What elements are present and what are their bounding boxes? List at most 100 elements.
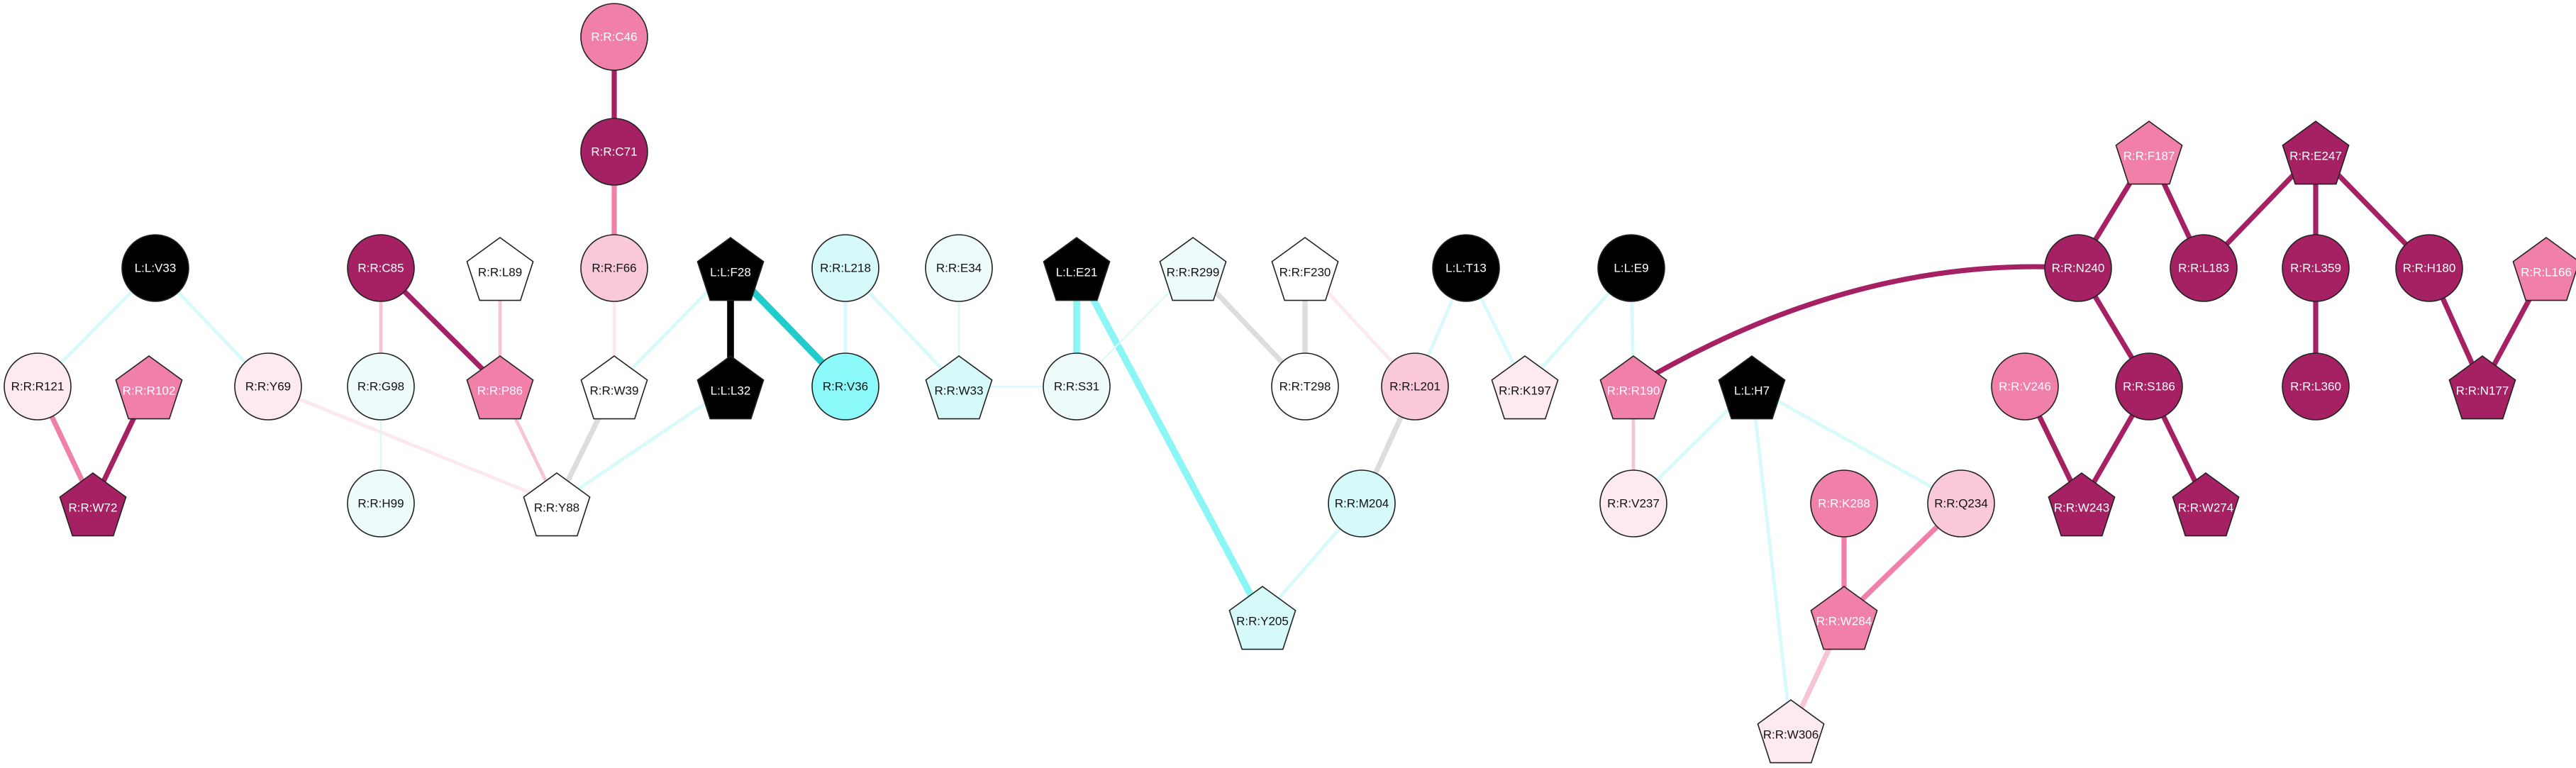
node-RF230[interactable]: R:R:F230 [1271,237,1339,301]
node-label: R:R:H180 [2403,262,2456,275]
node-LT13[interactable]: L:L:T13 [1432,234,1500,302]
node-RT298[interactable]: R:R:T298 [1271,352,1339,421]
node-LF28[interactable]: L:L:F28 [696,237,765,301]
node-RL166[interactable]: R:R:L166 [2512,237,2576,301]
node-circle [2282,234,2350,302]
node-label: R:R:Q234 [1934,497,1988,511]
node-RV36[interactable]: R:R:V36 [811,352,879,421]
node-RF187[interactable]: R:R:F187 [2115,121,2183,185]
node-label: R:R:Y88 [534,501,579,515]
node-RS186[interactable]: R:R:S186 [2115,352,2183,421]
node-RH180[interactable]: R:R:H180 [2395,234,2463,302]
node-label: R:R:W33 [935,384,984,398]
node-pentagon [1757,699,1825,764]
node-RL89[interactable]: R:R:L89 [466,237,534,301]
node-RC46[interactable]: R:R:C46 [580,3,648,71]
node-RL218[interactable]: R:R:L218 [811,234,879,302]
node-RR190[interactable]: R:R:R190 [1599,355,1667,420]
node-label: R:R:P86 [477,384,523,398]
node-RW33[interactable]: R:R:W33 [925,355,993,420]
node-RN177[interactable]: R:R:N177 [2448,355,2516,420]
node-RQ234[interactable]: R:R:Q234 [1927,469,1995,538]
node-RE34[interactable]: R:R:E34 [925,234,993,302]
node-RY205[interactable]: R:R:Y205 [1228,586,1297,650]
node-RW306[interactable]: R:R:W306 [1757,699,1825,764]
node-LV33[interactable]: L:L:V33 [121,234,189,302]
node-RC85[interactable]: R:R:C85 [347,234,415,302]
node-RP86[interactable]: R:R:P86 [466,355,534,420]
node-RL183[interactable]: R:R:L183 [2170,234,2238,302]
node-label: L:L:H7 [1734,384,1770,398]
node-label: R:R:Y69 [245,380,291,394]
node-label: R:R:R121 [11,380,65,394]
node-label: R:R:N240 [2052,262,2105,275]
node-RK288[interactable]: R:R:K288 [1810,469,1878,538]
node-pentagon [2048,472,2116,537]
node-circle [347,469,415,538]
node-RW284[interactable]: R:R:W284 [1810,586,1878,650]
node-pentagon [696,355,765,420]
node-pentagon [1491,355,1559,420]
node-RV237[interactable]: R:R:V237 [1599,469,1667,538]
node-LE9[interactable]: L:L:E9 [1597,234,1665,302]
node-circle [580,234,648,302]
node-circle [925,234,993,302]
node-label: R:R:S31 [1054,380,1099,394]
node-circle [2395,234,2463,302]
node-pentagon [59,472,127,537]
node-LH7[interactable]: L:L:H7 [1718,355,1786,420]
node-RW274[interactable]: R:R:W274 [2172,472,2240,537]
node-label: R:R:G98 [357,380,404,394]
node-RN240[interactable]: R:R:N240 [2044,234,2112,302]
node-RE247[interactable]: R:R:E247 [2282,121,2350,185]
node-circle [1597,234,1665,302]
node-label: L:L:L32 [711,384,751,398]
node-RW72[interactable]: R:R:W72 [59,472,127,537]
node-RW39[interactable]: R:R:W39 [580,355,648,420]
edge-LE21-RY205 [1073,265,1266,620]
node-circle [1432,234,1500,302]
node-pentagon [1718,355,1786,420]
node-RR121[interactable]: R:R:R121 [4,352,72,421]
node-circle [121,234,189,302]
node-label: R:R:V36 [823,380,868,394]
node-pentagon [696,237,765,301]
node-pentagon [115,355,183,420]
node-circle [1810,469,1878,538]
node-RY69[interactable]: R:R:Y69 [234,352,302,421]
node-RH99[interactable]: R:R:H99 [347,469,415,538]
node-pentagon [523,472,591,537]
node-RK197[interactable]: R:R:K197 [1491,355,1559,420]
node-label: R:R:W243 [2054,501,2109,515]
node-pentagon [466,237,534,301]
node-RR299[interactable]: R:R:R299 [1159,237,1227,301]
node-RL360[interactable]: R:R:L360 [2282,352,2350,421]
node-RV246[interactable]: R:R:V246 [1991,352,2059,421]
node-label: R:R:C46 [591,30,637,44]
node-label: L:L:T13 [1445,262,1487,275]
node-LL32[interactable]: L:L:L32 [696,355,765,420]
node-RL359[interactable]: R:R:L359 [2282,234,2350,302]
node-RR102[interactable]: R:R:R102 [115,355,183,420]
node-RF66[interactable]: R:R:F66 [580,234,648,302]
node-label: R:R:N177 [2456,384,2509,398]
node-RL201[interactable]: R:R:L201 [1381,352,1449,421]
node-label: L:L:E9 [1614,262,1648,275]
node-label: R:R:R299 [1167,266,1220,279]
node-RY88[interactable]: R:R:Y88 [523,472,591,537]
node-pentagon [2282,121,2350,185]
node-pentagon [2448,355,2516,420]
node-label: R:R:L89 [478,266,522,279]
edge-RY69-RY88 [266,384,559,506]
node-RG98[interactable]: R:R:G98 [347,352,415,421]
node-RW243[interactable]: R:R:W243 [2048,472,2116,537]
node-RM204[interactable]: R:R:M204 [1328,469,1396,538]
node-RC71[interactable]: R:R:C71 [580,118,648,186]
node-label: R:R:F187 [2123,150,2175,163]
node-pentagon [1228,586,1297,650]
node-RS31[interactable]: R:R:S31 [1043,352,1111,421]
node-LE21[interactable]: L:L:E21 [1043,237,1111,301]
node-label: R:R:V237 [1607,497,1660,511]
node-circle [2170,234,2238,302]
